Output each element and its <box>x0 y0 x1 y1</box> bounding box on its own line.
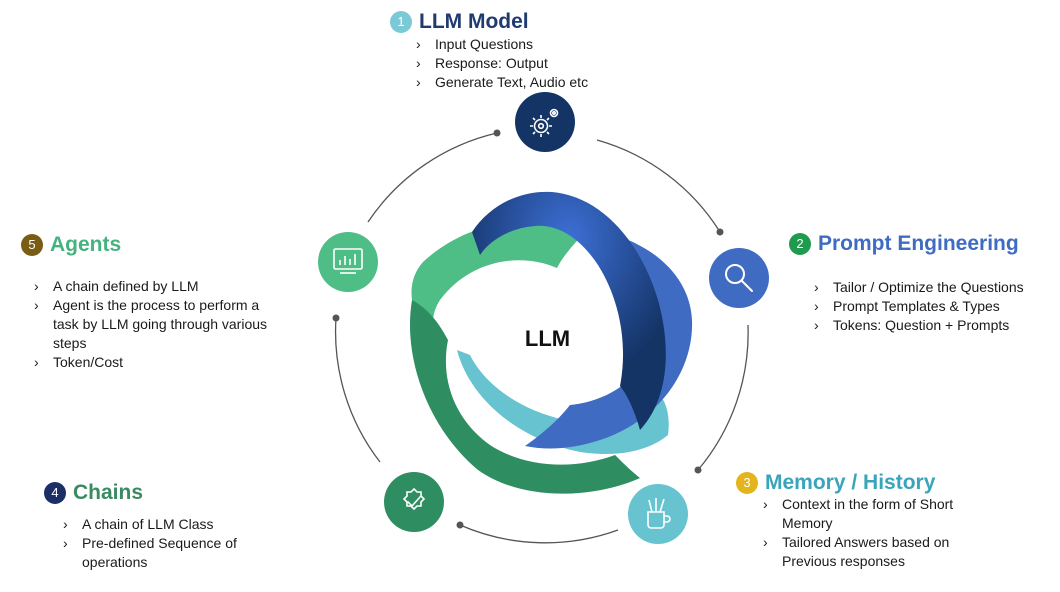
connector-dot <box>332 314 340 322</box>
connector-dot <box>694 466 702 474</box>
section-title: LLM Model <box>419 10 529 33</box>
section-agents: 5 Agents A chain defined by LLM Agent is… <box>21 233 288 372</box>
bullet-item: Response: Output <box>415 54 588 73</box>
section-title: Agents <box>50 233 122 256</box>
section-llm-model: 1 LLM Model Input Questions Response: Ou… <box>390 10 588 92</box>
bullet-item: Tokens: Question + Prompts <box>813 316 1024 335</box>
monitor-chart-icon <box>333 248 363 274</box>
section-heading: 4 Chains <box>44 481 252 505</box>
section-heading: 5 Agents <box>21 233 288 257</box>
icon-node-1 <box>515 92 575 152</box>
section-heading: 2 Prompt Engineering <box>789 232 1024 256</box>
connector-dot <box>456 521 464 529</box>
ribbon-navy <box>472 191 666 430</box>
ribbon-light-green <box>411 220 585 358</box>
connector-dot <box>493 129 501 137</box>
section-title: Chains <box>73 481 144 504</box>
section-chains: 4 Chains A chain of LLM Class Pre-define… <box>44 481 252 572</box>
settings-check-icon <box>402 487 426 511</box>
section-memory-history: 3 Memory / History Context in the form o… <box>736 471 1002 571</box>
connector-dot <box>716 228 724 236</box>
pen-cup-icon <box>647 498 671 529</box>
connector-arc-5-1 <box>367 132 498 223</box>
step-number-badge: 4 <box>44 482 66 504</box>
bullet-list: Input Questions Response: Output Generat… <box>415 35 588 92</box>
section-heading: 1 LLM Model <box>390 10 588 34</box>
bullet-item: Context in the form of Short Memory <box>762 495 1002 533</box>
connector-arc-4-5 <box>334 317 381 463</box>
connector-arc-2-3 <box>697 324 749 471</box>
magnifier-icon <box>725 264 753 292</box>
icon-node-3 <box>628 484 688 544</box>
icon-node-5 <box>318 232 378 292</box>
step-number-badge: 2 <box>789 233 811 255</box>
bullet-item: A chain defined by LLM <box>33 277 288 296</box>
section-heading: 3 Memory / History <box>736 471 1002 495</box>
bullet-item: A chain of LLM Class <box>62 515 252 534</box>
connector-ring <box>334 132 749 544</box>
icon-node-4 <box>384 472 444 532</box>
bullet-list: A chain of LLM Class Pre-defined Sequenc… <box>62 515 252 572</box>
step-number-badge: 1 <box>390 11 412 33</box>
connector-arc-1-2 <box>596 139 721 233</box>
step-number-badge: 3 <box>736 472 758 494</box>
bullet-list: A chain defined by LLM Agent is the proc… <box>33 277 288 372</box>
section-prompt-engineering: 2 Prompt Engineering Tailor / Optimize t… <box>789 232 1024 335</box>
bullet-item: Generate Text, Audio etc <box>415 73 588 92</box>
ribbon-green <box>409 300 640 494</box>
section-title: Prompt Engineering <box>818 232 1019 255</box>
connector-dots <box>332 129 724 529</box>
bullet-item: Agent is the process to perform a task b… <box>33 296 288 353</box>
llm-ribbon-knot <box>409 191 693 494</box>
center-label: LLM <box>524 326 571 351</box>
bullet-item: Pre-defined Sequence of operations <box>62 534 252 572</box>
step-number-badge: 5 <box>21 234 43 256</box>
bullet-item: Tailor / Optimize the Questions <box>813 278 1024 297</box>
bullet-item: Tailored Answers based on Previous respo… <box>762 533 1002 571</box>
bullet-list: Context in the form of Short Memory Tail… <box>762 495 1002 571</box>
gear-icon <box>530 108 559 137</box>
bullet-item: Input Questions <box>415 35 588 54</box>
bullet-list: Tailor / Optimize the Questions Prompt T… <box>813 278 1024 335</box>
icon-node-2 <box>709 248 769 308</box>
bullet-item: Token/Cost <box>33 353 288 372</box>
section-title: Memory / History <box>765 471 936 494</box>
bullet-item: Prompt Templates & Types <box>813 297 1024 316</box>
connector-arc-3-4 <box>459 524 619 544</box>
